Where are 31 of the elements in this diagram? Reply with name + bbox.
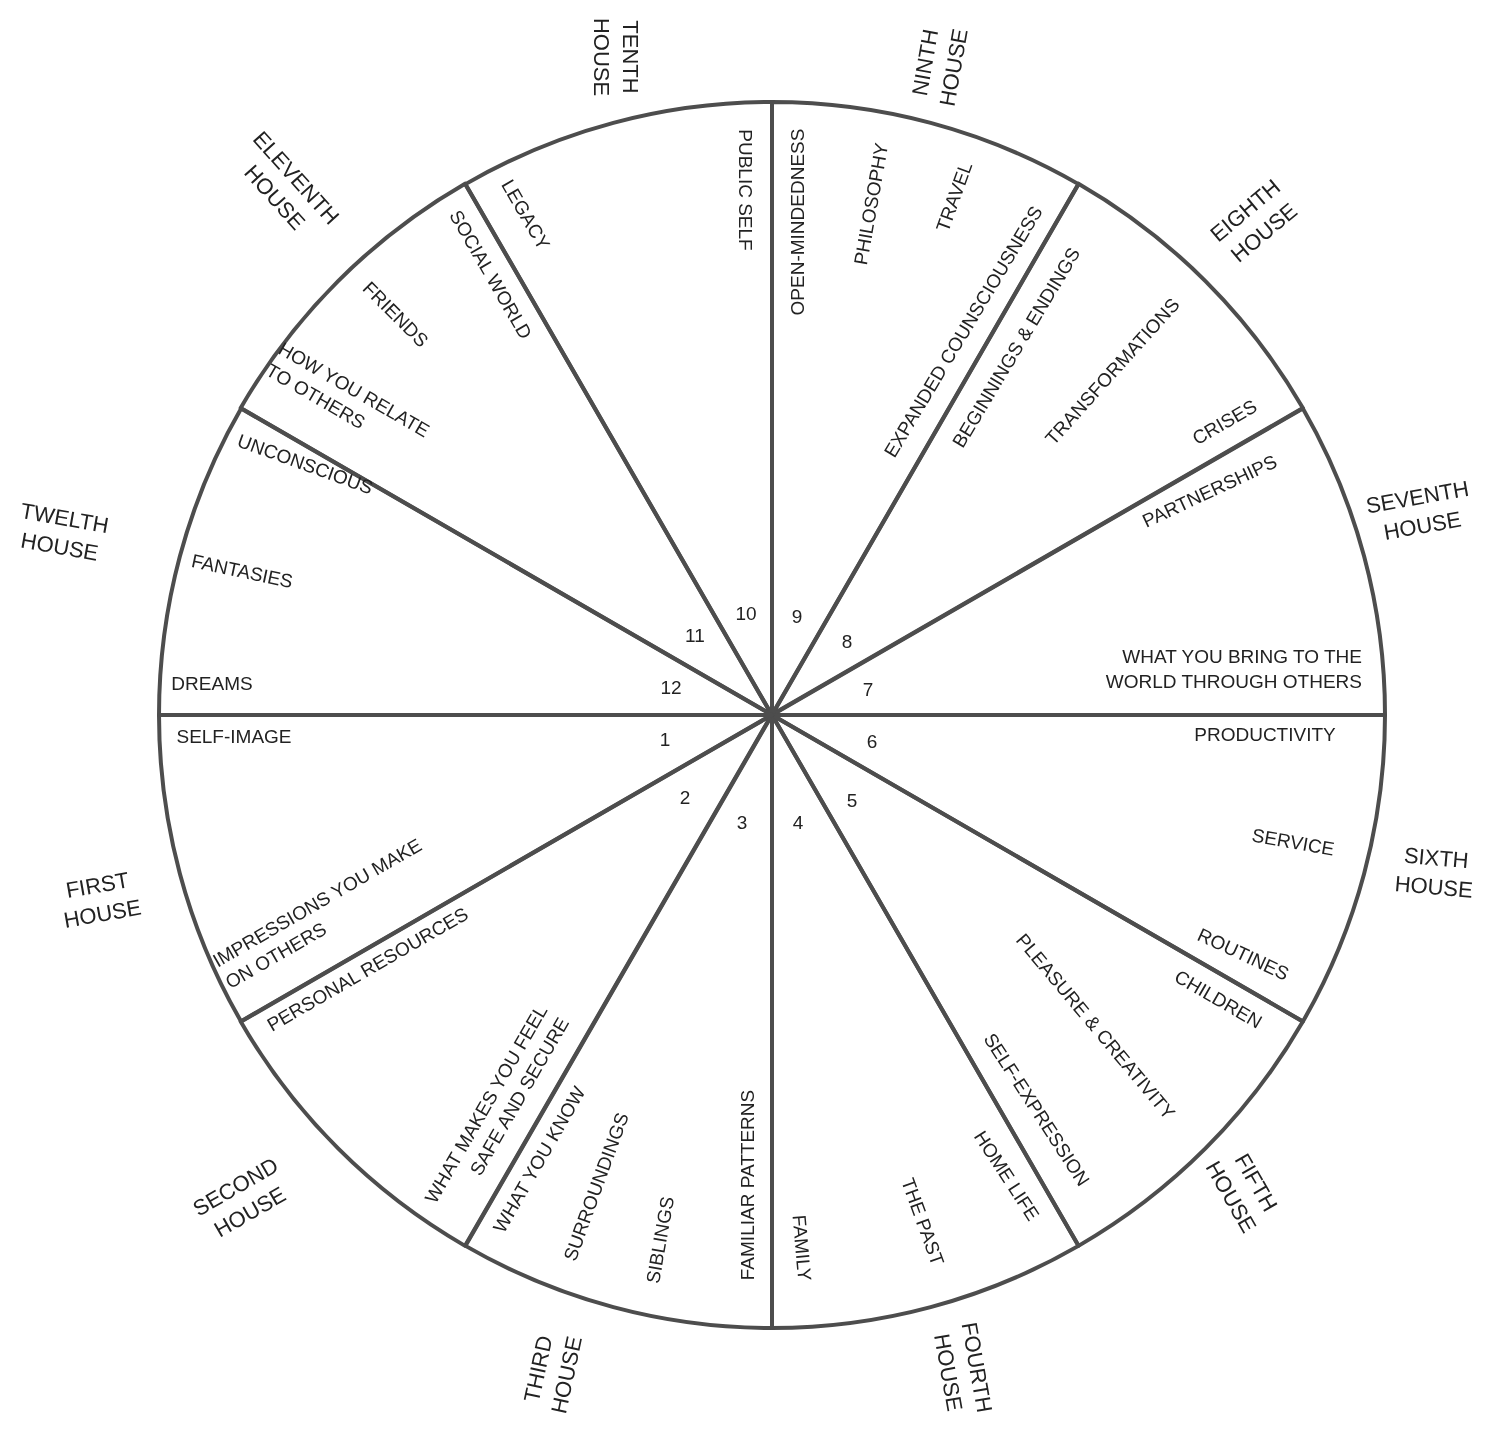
keyword-label: PRODUCTIVITY — [1194, 722, 1336, 747]
house-number: 3 — [736, 810, 748, 835]
keyword-label: FAMILIAR PATTERNS — [735, 1089, 759, 1281]
house-number: 8 — [841, 629, 853, 654]
house-number: 12 — [660, 675, 682, 700]
house-label: SEVENTH HOUSE — [1363, 474, 1472, 547]
house-number: 9 — [791, 604, 803, 629]
keyword-label: SELF-IMAGE — [176, 724, 292, 749]
house-number: 4 — [792, 810, 804, 835]
keyword-label: WHAT YOU BRING TO THE WORLD THROUGH OTHERS — [1104, 645, 1362, 694]
keyword-label: THE PAST — [896, 1174, 950, 1270]
keyword-label: OPEN-MINDEDNESS — [785, 128, 809, 316]
house-number: 6 — [866, 729, 878, 754]
house-number: 10 — [735, 601, 757, 626]
house-number: 1 — [659, 727, 671, 752]
house-number: 7 — [862, 677, 874, 702]
house-label: NINTH HOUSE — [906, 25, 974, 111]
house-label: TENTH HOUSE — [588, 16, 644, 99]
house-label: TWELTH HOUSE — [17, 497, 112, 568]
keyword-label: FAMILY — [787, 1213, 817, 1283]
house-label: THIRD HOUSE — [518, 1332, 588, 1418]
house-label: SIXTH HOUSE — [1392, 841, 1475, 905]
keyword-label: SIBLINGS — [641, 1194, 680, 1286]
house-number: 5 — [846, 788, 858, 813]
keyword-label: DREAMS — [171, 671, 253, 696]
house-number: 11 — [685, 623, 705, 648]
house-number: 2 — [679, 785, 691, 810]
keyword-label: SERVICE — [1249, 823, 1337, 862]
keyword-label: PUBLIC SELF — [734, 129, 758, 251]
house-label: FOURTH HOUSE — [928, 1319, 999, 1417]
house-label: FIRST HOUSE — [60, 866, 145, 935]
